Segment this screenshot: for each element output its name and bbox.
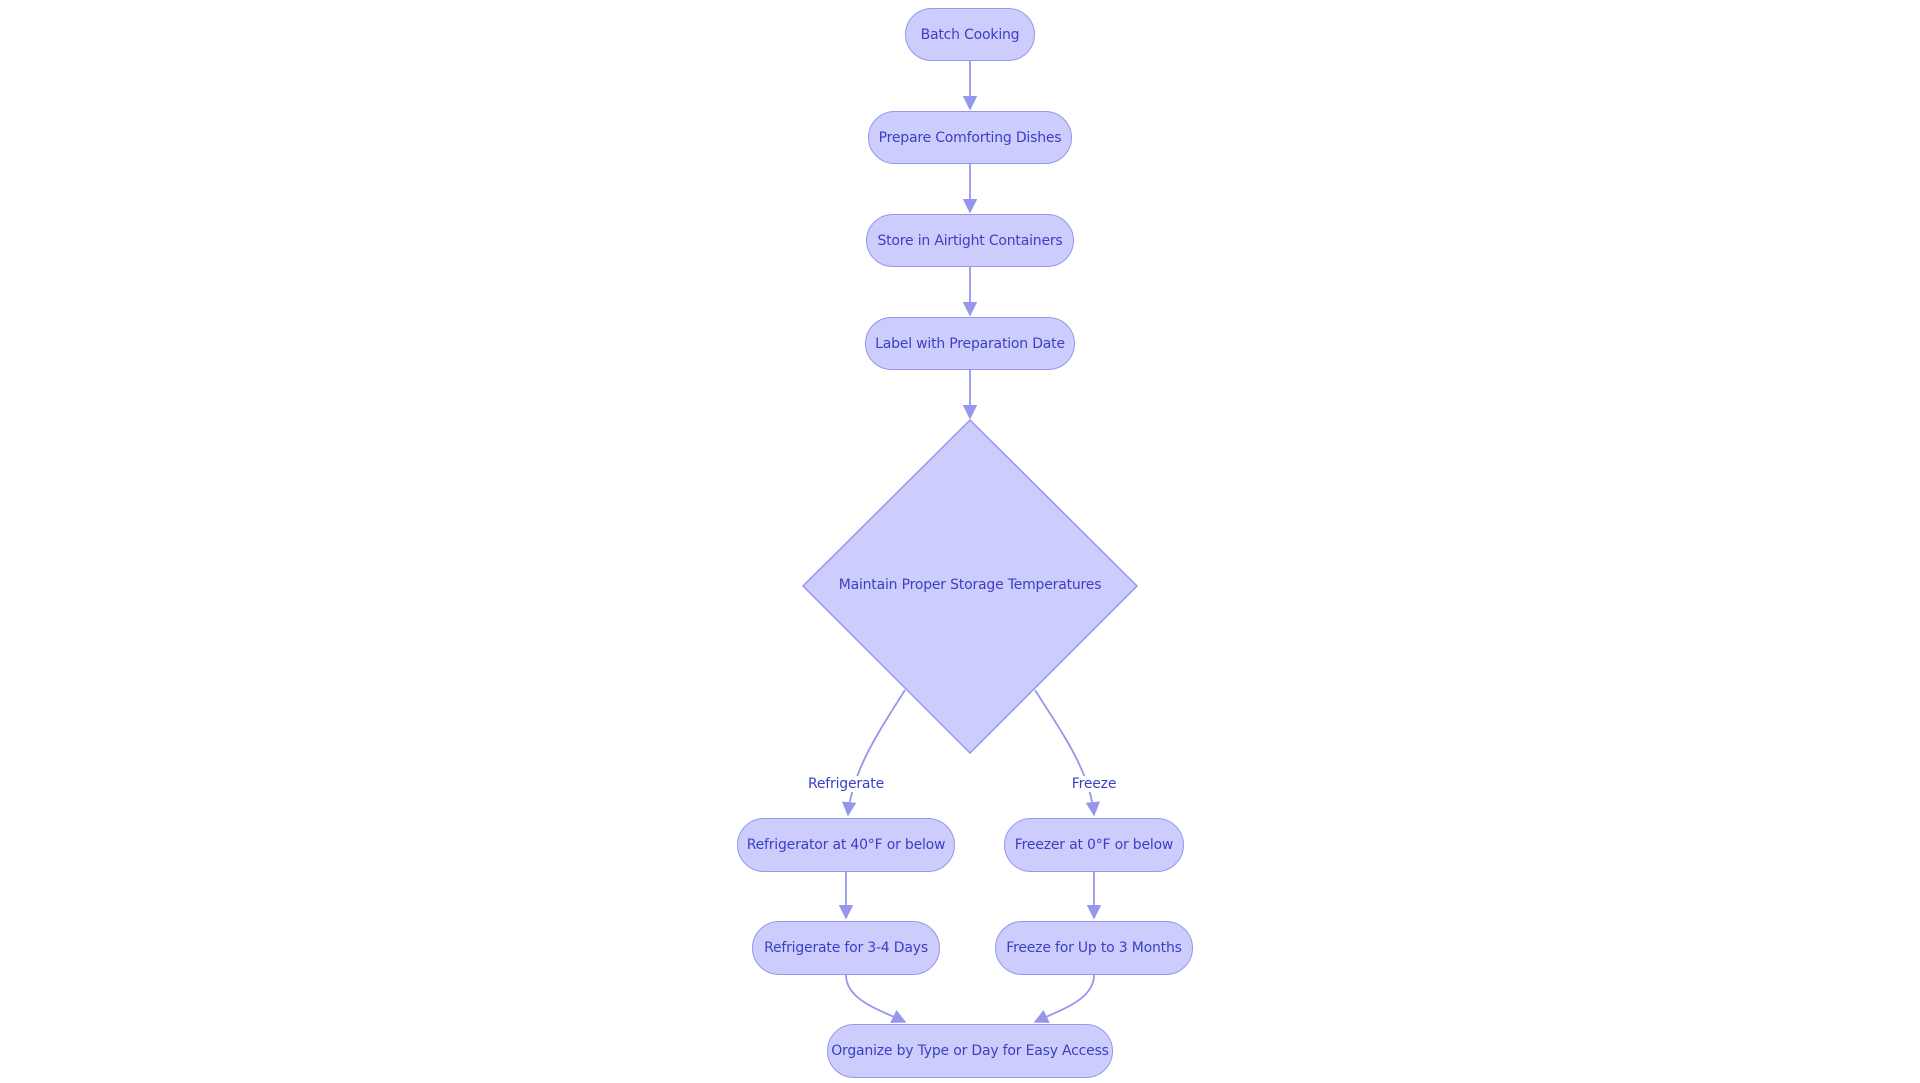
node-refrigerator-temp: Refrigerator at 40°F or below <box>737 818 955 872</box>
node-prepare-dishes: Prepare Comforting Dishes <box>868 111 1072 164</box>
edge-maintain-to-refrigerator <box>841 689 906 817</box>
edge-maintain-to-freezer <box>1034 689 1101 817</box>
edge-months-to-organize <box>1033 974 1095 1023</box>
node-label-date: Label with Preparation Date <box>865 317 1075 370</box>
node-freezer-temp: Freezer at 0°F or below <box>1004 818 1184 872</box>
node-freeze-months: Freeze for Up to 3 Months <box>995 921 1193 975</box>
edge-days-to-organize <box>845 974 907 1023</box>
node-refrigerate-days: Refrigerate for 3-4 Days <box>752 921 940 975</box>
node-maintain-temperatures: Maintain Proper Storage Temperatures <box>838 577 1102 593</box>
edge-label-freeze: Freeze <box>1070 776 1118 792</box>
decision-diamond <box>801 418 1139 755</box>
node-batch-cooking: Batch Cooking <box>905 8 1035 61</box>
edge-label-refrigerate: Refrigerate <box>806 776 886 792</box>
node-store-containers: Store in Airtight Containers <box>866 214 1074 267</box>
node-organize: Organize by Type or Day for Easy Access <box>827 1024 1113 1078</box>
